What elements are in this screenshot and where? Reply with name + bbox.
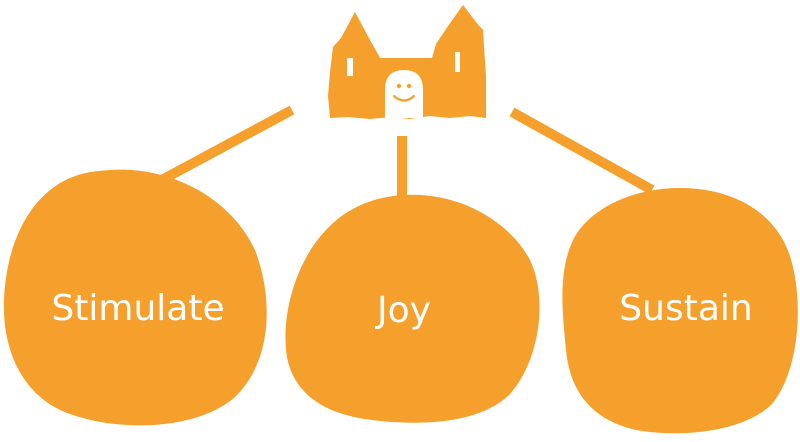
- node-blob: [285, 194, 540, 423]
- node-joy: Joy: [285, 194, 540, 423]
- node-sustain: Sustain: [562, 188, 798, 434]
- face-eye-right: [406, 83, 412, 89]
- node-blob: [3, 169, 267, 426]
- castle-window-left: [347, 58, 353, 76]
- castle-with-smiling-face-icon: [328, 5, 486, 119]
- node-stimulate: Stimulate: [3, 169, 267, 426]
- node-label: Stimulate: [51, 288, 224, 329]
- connector-stimulate: [155, 105, 295, 187]
- node-label: Joy: [375, 290, 431, 331]
- castle-body: [328, 5, 486, 119]
- castle-face: [385, 70, 423, 118]
- node-blob: [562, 188, 798, 434]
- face-eye-left: [396, 83, 402, 89]
- face-smile: [392, 94, 416, 102]
- connector-sustain: [509, 107, 655, 195]
- node-label: Sustain: [619, 288, 752, 329]
- connectors: [155, 105, 655, 202]
- castle-window-right: [455, 52, 460, 72]
